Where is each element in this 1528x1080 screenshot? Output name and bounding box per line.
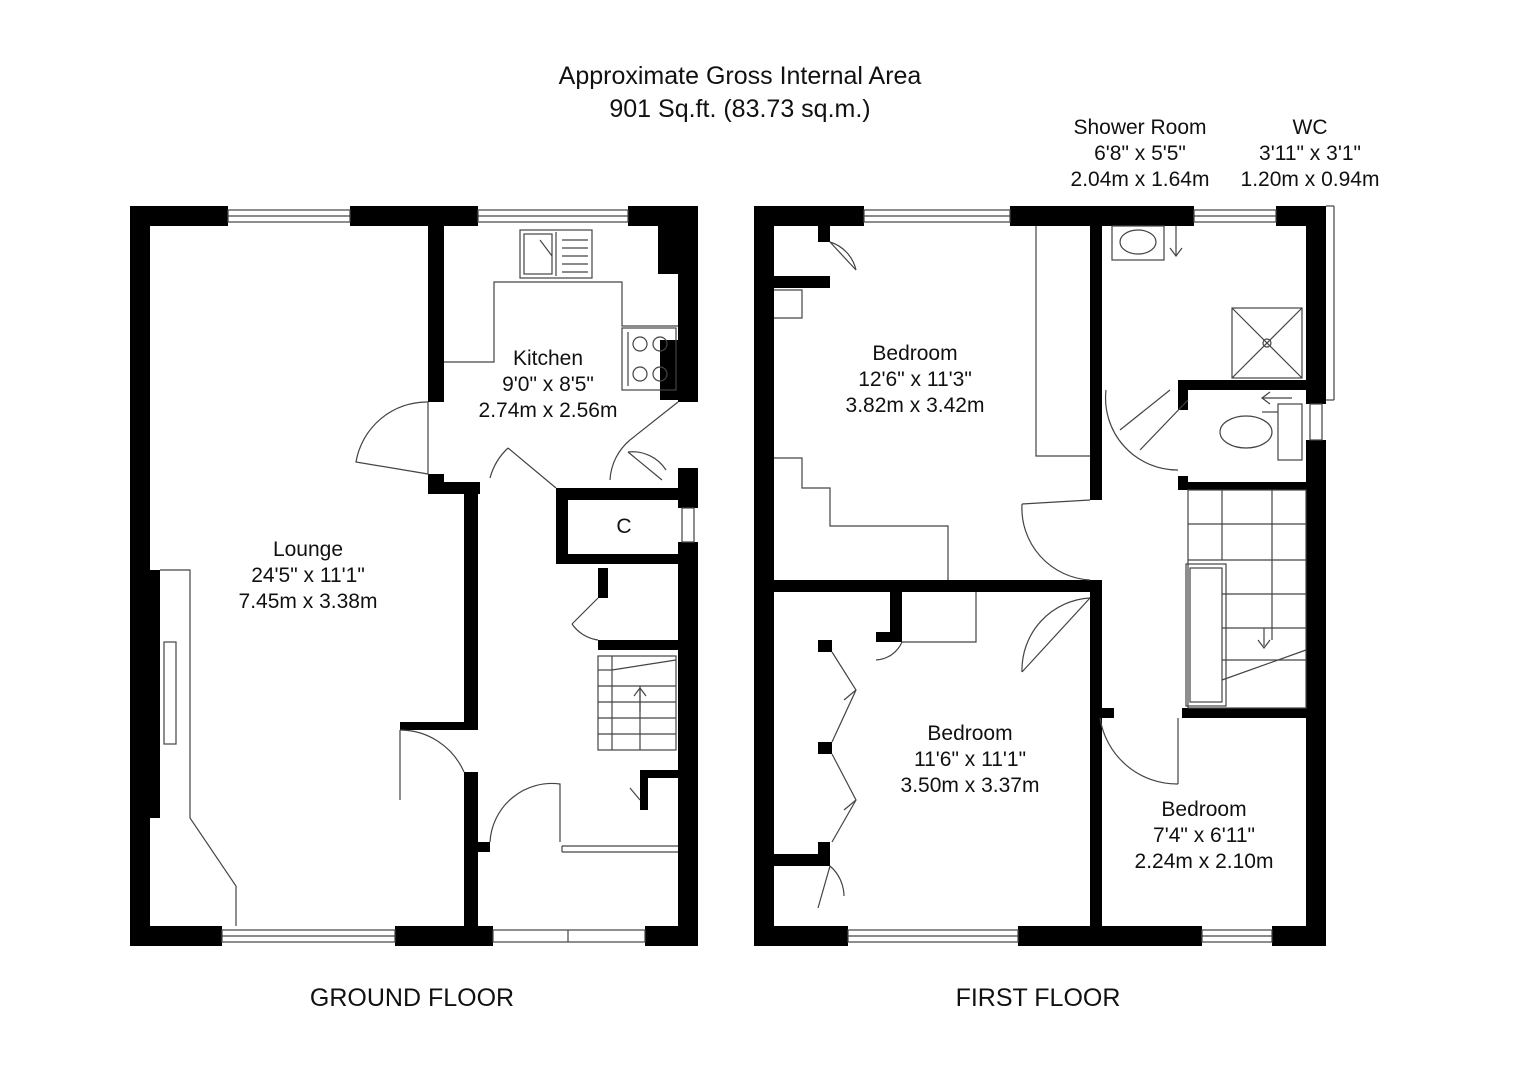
area-title-line2: 901 Sq.ft. (83.73 sq.m.): [609, 95, 871, 123]
area-title-line1: Approximate Gross Internal Area: [558, 62, 922, 90]
room-size-imperial: 24'5" x 11'1": [251, 564, 365, 587]
room-name: C: [616, 515, 632, 538]
room-label-kitchen: Kitchen 9'0" x 8'5" 2.74m x 2.56m: [448, 346, 648, 424]
room-size-metric: 2.74m x 2.56m: [478, 399, 618, 422]
room-size-imperial: 3'11" x 3'1": [1259, 142, 1361, 165]
first-floor-plan: [754, 205, 1335, 946]
room-label-wc: WC 3'11" x 3'1" 1.20m x 0.94m: [1230, 115, 1390, 193]
room-name: Bedroom: [927, 722, 1013, 745]
ground-floor-plan: [130, 206, 698, 946]
room-label-lounge: Lounge 24'5" x 11'1" 7.45m x 3.38m: [208, 537, 408, 615]
room-size-imperial: 7'4" x 6'11": [1153, 824, 1255, 847]
room-size-metric: 7.45m x 3.38m: [238, 590, 378, 613]
room-name: Lounge: [272, 538, 344, 561]
room-name: Shower Room: [1073, 116, 1207, 139]
room-name: Bedroom: [872, 342, 958, 365]
room-size-metric: 3.82m x 3.42m: [845, 394, 985, 417]
room-label-bedroom-3: Bedroom 7'4" x 6'11" 2.24m x 2.10m: [1102, 797, 1306, 875]
first-floor-label: FIRST FLOOR: [955, 984, 1121, 1012]
ground-floor-label: GROUND FLOOR: [309, 984, 515, 1012]
room-size-metric: 2.04m x 1.64m: [1070, 168, 1210, 191]
room-size-metric: 3.50m x 3.37m: [900, 774, 1040, 797]
area-title: Approximate Gross Internal Area 901 Sq.f…: [430, 60, 1050, 126]
room-label-cupboard: C: [604, 514, 644, 540]
room-size-imperial: 11'6" x 11'1": [913, 748, 1027, 771]
room-size-metric: 2.24m x 2.10m: [1134, 850, 1274, 873]
room-size-metric: 1.20m x 0.94m: [1240, 168, 1380, 191]
room-label-shower-room: Shower Room 6'8" x 5'5" 2.04m x 1.64m: [1050, 115, 1230, 193]
room-size-imperial: 9'0" x 8'5": [502, 373, 594, 396]
room-size-imperial: 6'8" x 5'5": [1094, 142, 1186, 165]
room-name: Kitchen: [512, 347, 584, 370]
room-name: Bedroom: [1161, 798, 1247, 821]
room-label-bedroom-2: Bedroom 11'6" x 11'1" 3.50m x 3.37m: [870, 721, 1070, 799]
room-label-bedroom-1: Bedroom 12'6" x 11'3" 3.82m x 3.42m: [815, 341, 1015, 419]
room-size-imperial: 12'6" x 11'3": [858, 368, 972, 391]
room-name: WC: [1292, 116, 1328, 139]
